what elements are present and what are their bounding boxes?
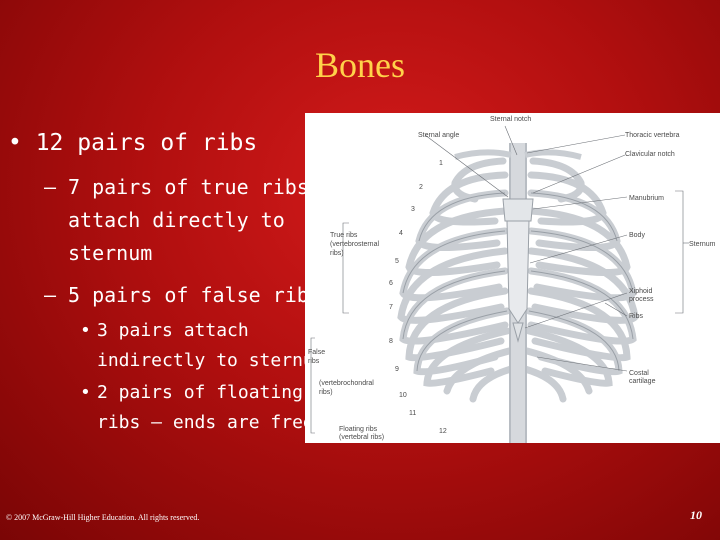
footer-copyright: © 2007 McGraw-Hill Higher Education. All… xyxy=(6,513,200,522)
bullet-true-ribs-line2: attach directly to xyxy=(68,208,285,232)
bullet-indirect-line1: 3 pairs attach xyxy=(97,320,249,341)
label-false-ribs-3: (vertebrochondral xyxy=(319,380,374,387)
rib-numbers: 1 2 3 4 5 6 7 8 9 10 11 12 xyxy=(389,160,447,435)
bullet-floating-line2: ribs – ends are free xyxy=(97,412,314,433)
label-ribs: Ribs xyxy=(629,313,644,320)
rib-number: 7 xyxy=(389,304,393,311)
slide-title-bar: Bones xyxy=(0,44,720,88)
bullet-floating-line1: 2 pairs of floating xyxy=(97,382,303,403)
sternum-shape xyxy=(502,198,534,343)
rib-number: 3 xyxy=(411,206,415,213)
label-xiphoid-2: process xyxy=(629,296,654,303)
label-sternal-angle: Sternal angle xyxy=(418,132,459,139)
label-false-ribs-4: ribs) xyxy=(319,389,333,396)
rib-number: 12 xyxy=(439,428,447,435)
sub-sub-bullet-marker: • xyxy=(80,382,91,403)
bullet-true-ribs-line1: 7 pairs of true ribs xyxy=(68,175,309,199)
rib-number: 2 xyxy=(419,184,423,191)
label-costal-2: cartilage xyxy=(629,378,656,385)
rib-cage-illustration: Sternal notch Sternal angle Thoracic ver… xyxy=(305,113,720,443)
rib-number: 8 xyxy=(389,338,393,345)
bullet-ribs: • 12 pairs of ribs xyxy=(8,130,258,156)
label-false-ribs-1: False xyxy=(308,349,325,356)
rib-number: 10 xyxy=(399,392,407,399)
label-clavicular-notch: Clavicular notch xyxy=(625,151,675,158)
label-floating-ribs-1: Floating ribs xyxy=(339,426,378,433)
label-xiphoid-1: Xiphoid xyxy=(629,288,652,295)
label-costal-1: Costal xyxy=(629,370,649,377)
slide-number: 10 xyxy=(690,508,702,522)
label-true-ribs-3: ribs) xyxy=(330,250,344,257)
rib-number: 11 xyxy=(409,410,416,417)
slide-title: Bones xyxy=(315,45,405,85)
label-sternal-notch: Sternal notch xyxy=(490,116,531,123)
sub-sub-bullet-marker: • xyxy=(80,320,91,341)
sub-bullet-marker: – xyxy=(44,283,57,307)
rib-cage-svg: Sternal notch Sternal angle Thoracic ver… xyxy=(305,113,720,443)
leader-lines xyxy=(310,125,689,434)
label-thoracic-vertebra: Thoracic vertebra xyxy=(625,132,680,139)
bullet-indirect-line2: indirectly to sternum xyxy=(97,350,325,371)
bullet-false-ribs: 5 pairs of false ribs xyxy=(68,283,321,307)
bullet-true-ribs-line3: sternum xyxy=(68,241,153,265)
label-body: Body xyxy=(629,232,645,239)
label-false-ribs-2: ribs xyxy=(308,358,320,365)
label-true-ribs-2: (vertebrosternal xyxy=(330,241,379,248)
label-floating-ribs-2: (vertebral ribs) xyxy=(339,434,384,441)
rib-number: 6 xyxy=(389,280,393,287)
rib-number: 1 xyxy=(439,160,443,167)
rib-number: 5 xyxy=(395,258,399,265)
sub-bullet-marker: – xyxy=(44,175,57,199)
label-true-ribs-1: True ribs xyxy=(330,232,358,239)
label-manubrium: Manubrium xyxy=(629,195,664,202)
rib-outlines xyxy=(402,192,634,372)
label-sternum: Sternum xyxy=(689,241,716,248)
bullet-list: • 12 pairs of ribs – 7 pairs of true rib… xyxy=(0,0,325,540)
rib-number: 4 xyxy=(399,230,403,237)
rib-number: 9 xyxy=(395,366,399,373)
